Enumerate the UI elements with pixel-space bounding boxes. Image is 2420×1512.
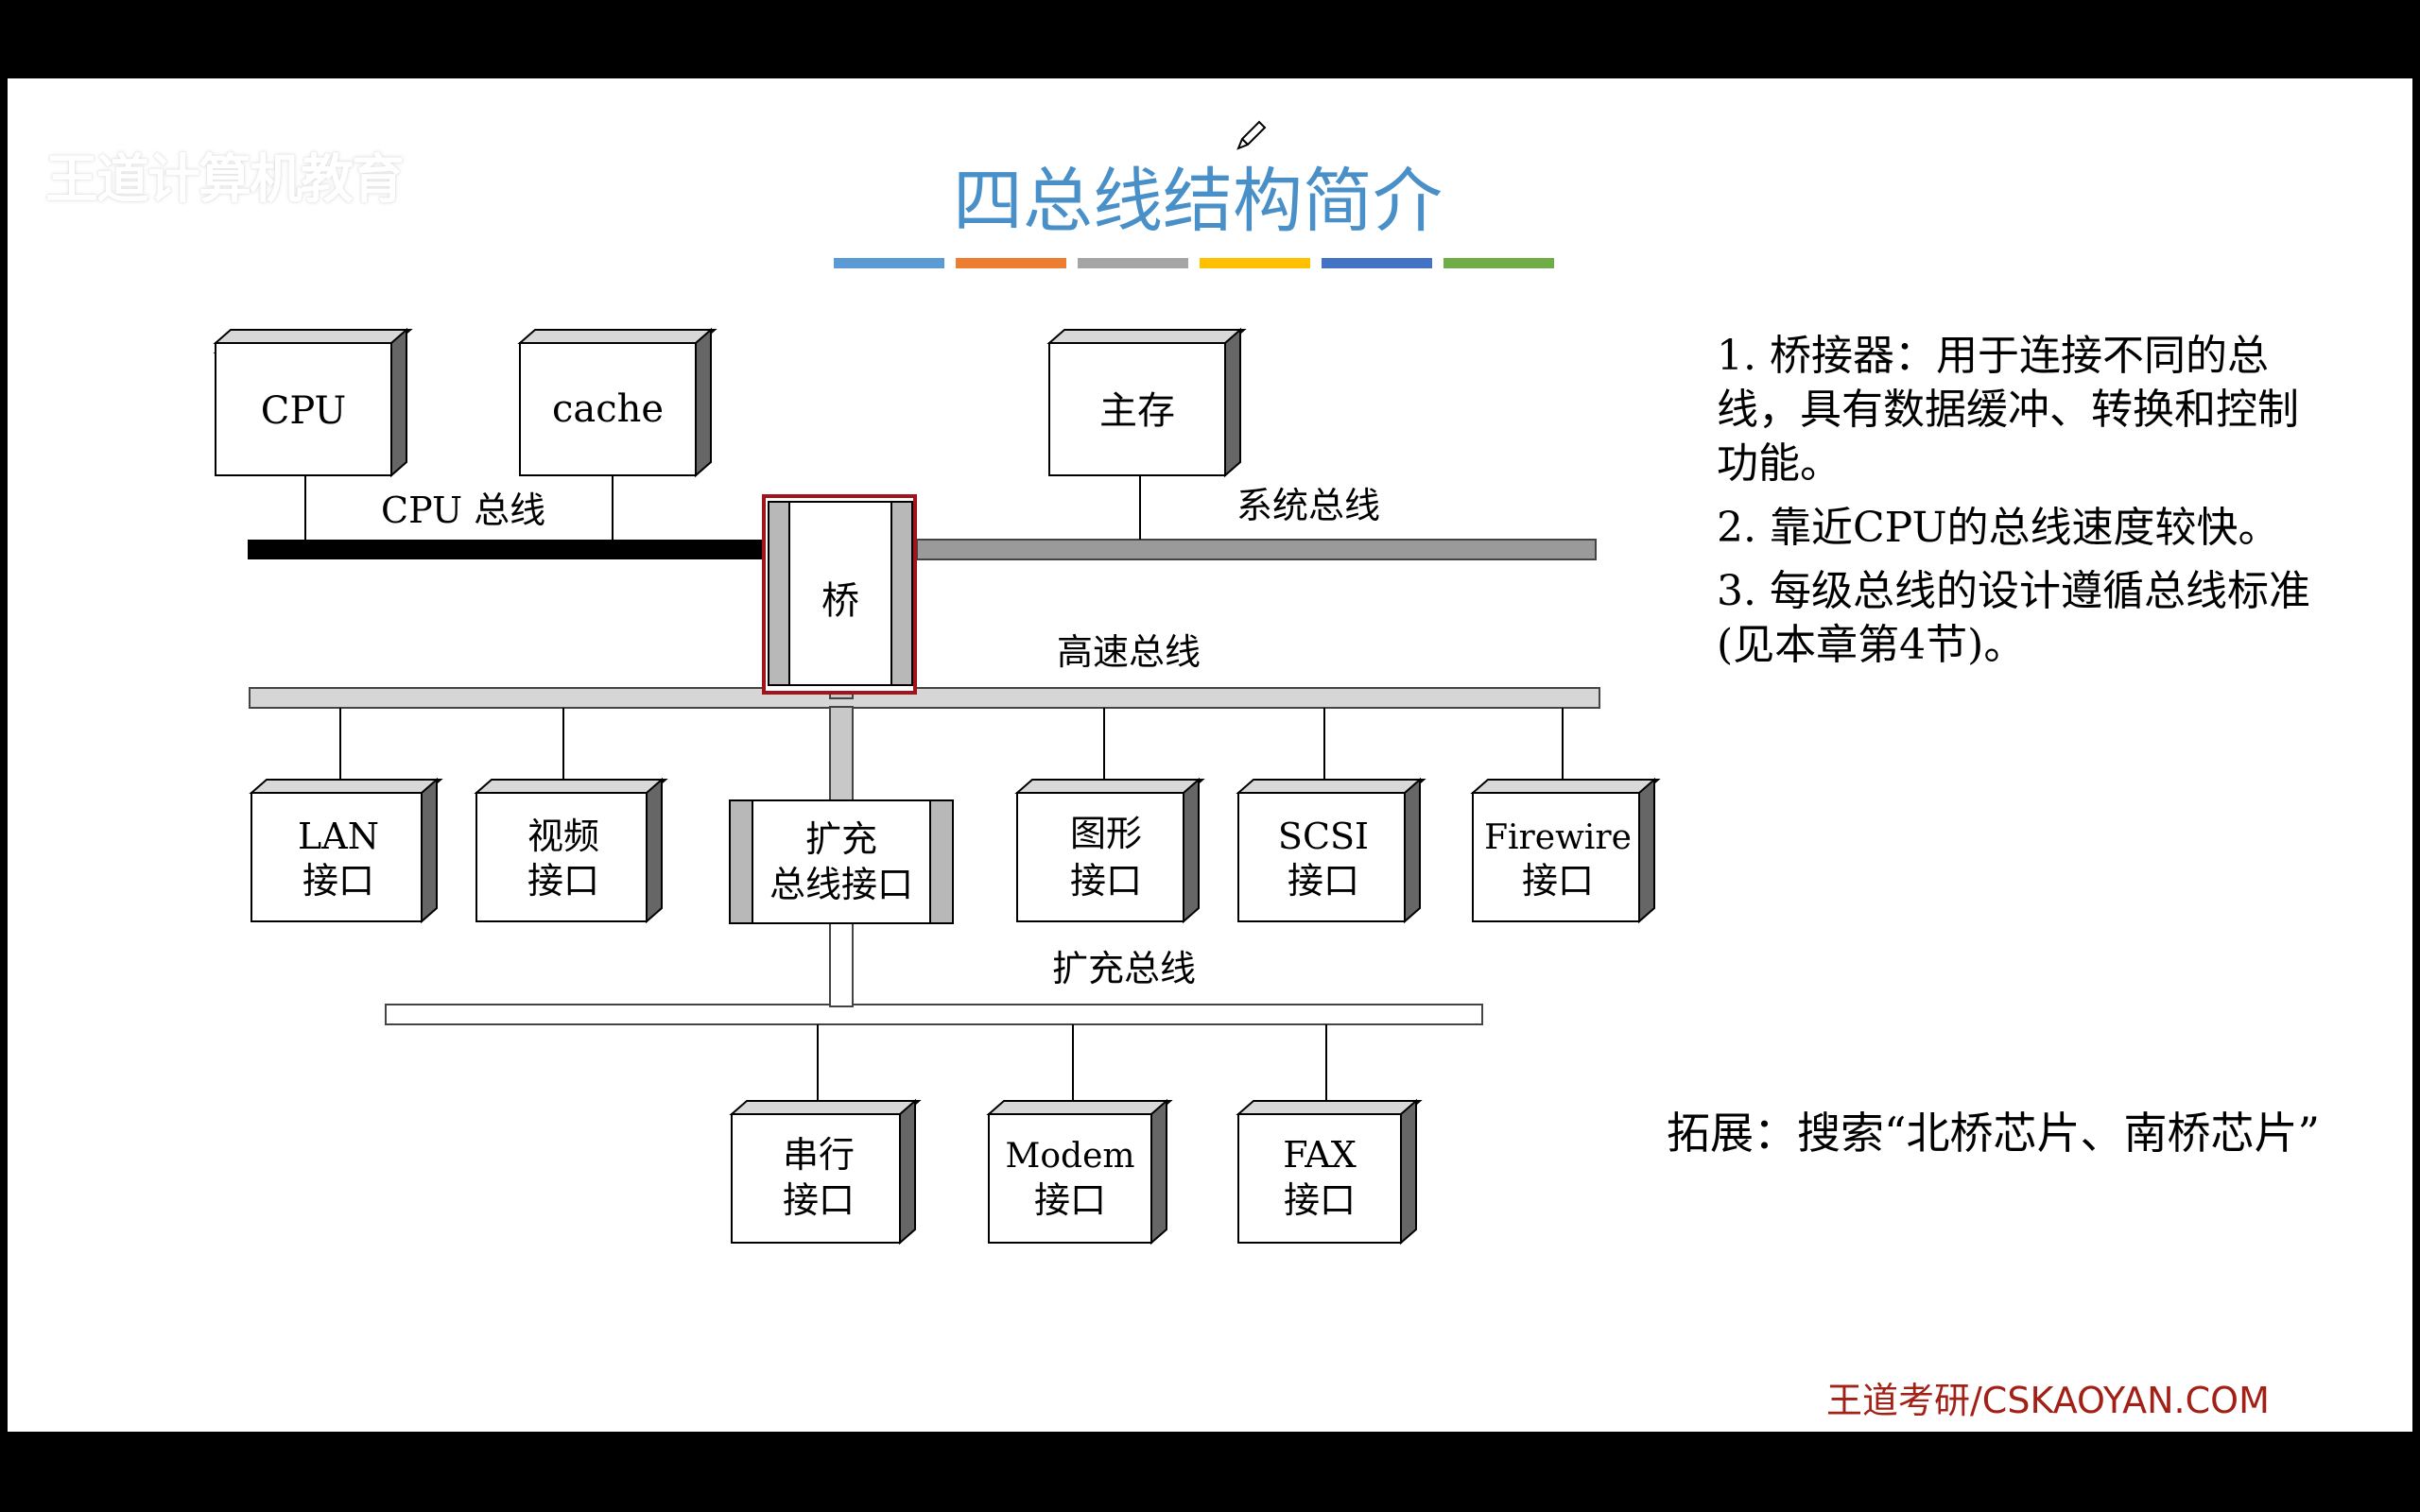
box-graphics: 图形 接口 xyxy=(1014,777,1205,924)
box-scsi: SCSI 接口 xyxy=(1236,777,1426,924)
modem-label-line2: 接口 xyxy=(1034,1179,1106,1221)
box-video: 视频 接口 xyxy=(474,777,668,924)
box-cache: cache xyxy=(517,327,717,478)
four-bus-diagram: CPU 总线 系统总线 高速总线 扩充总线 xyxy=(213,327,1661,1246)
graphics-label-line1: 图形 xyxy=(1070,813,1142,854)
accent-bar-2 xyxy=(956,258,1066,268)
page-title: 四总线结构简介 xyxy=(953,161,1443,242)
lan-label-line2: 接口 xyxy=(302,860,374,902)
box-firewire: Firewire 接口 xyxy=(1470,777,1661,924)
box-bridge: 桥 xyxy=(762,494,917,695)
scsi-label-line2: 接口 xyxy=(1288,860,1359,902)
fax-label-line1: FAX xyxy=(1283,1134,1357,1176)
note-item: 2. 靠近CPU的总线速度较快。 xyxy=(1717,503,2280,552)
main-memory-label: 主存 xyxy=(1099,389,1175,433)
box-fax: FAX 接口 xyxy=(1236,1098,1423,1246)
box-expansion-interface: 扩充 总线接口 xyxy=(729,799,954,924)
expansion-bus xyxy=(385,1004,1483,1025)
note-item: 1. 桥接器：用于连接不同的总线，具有数据缓冲、转换和控制功能。 xyxy=(1717,332,2299,489)
cpu-bus xyxy=(248,540,773,559)
bridge-label: 桥 xyxy=(821,579,859,623)
box-modem: Modem 接口 xyxy=(986,1098,1173,1246)
notes-list: 1. 桥接器：用于连接不同的总线，具有数据缓冲、转换和控制功能。 2. 靠近CP… xyxy=(1717,329,2322,681)
connector-lines xyxy=(304,475,1564,1113)
modem-label-line1: Modem xyxy=(1005,1137,1134,1176)
accent-bar-5 xyxy=(1322,258,1432,268)
accent-bar-4 xyxy=(1200,258,1310,268)
high-speed-bus-label: 高速总线 xyxy=(1057,631,1201,673)
pen-cursor-icon xyxy=(1236,120,1267,150)
extension-note: 拓展：搜索“北桥芯片、南桥芯片” xyxy=(1667,1108,2321,1159)
video-label-line2: 接口 xyxy=(527,860,599,902)
expansion-interface-line2: 总线接口 xyxy=(769,864,913,905)
system-bus-label: 系统总线 xyxy=(1236,485,1380,526)
expansion-bus-label: 扩充总线 xyxy=(1052,948,1196,989)
serial-label-line2: 接口 xyxy=(783,1179,855,1221)
video-label-line1: 视频 xyxy=(527,816,599,857)
cpu-label: CPU xyxy=(261,389,347,433)
expansion-interface-line1: 扩充 xyxy=(805,818,877,860)
box-lan: LAN 接口 xyxy=(249,777,443,924)
note-item: 3. 每级总线的设计遵循总线标准(见本章第4节)。 xyxy=(1717,566,2310,669)
fax-label-line2: 接口 xyxy=(1284,1179,1356,1221)
system-bus xyxy=(916,539,1597,560)
firewire-label-line2: 接口 xyxy=(1522,860,1594,902)
accent-bar-3 xyxy=(1078,258,1188,268)
expansion-trunk-lower xyxy=(829,919,854,1007)
cpu-bus-label: CPU 总线 xyxy=(381,490,545,531)
watermark-logo: 王道计算机教育 xyxy=(45,149,405,211)
box-serial: 串行 接口 xyxy=(729,1098,922,1246)
scsi-label-line1: SCSI xyxy=(1278,816,1369,857)
graphics-label-line2: 接口 xyxy=(1070,860,1142,902)
slide: 王道计算机教育 四总线结构简介 CPU 总线 系统总线 高速总线 扩充总线 xyxy=(8,78,2412,1432)
high-speed-bus xyxy=(249,687,1600,709)
box-cpu: CPU xyxy=(213,327,413,478)
footer-brand: 王道考研/CSKAOYAN.COM xyxy=(1826,1380,2270,1421)
accent-bar-1 xyxy=(834,258,944,268)
lan-label-line1: LAN xyxy=(298,816,379,857)
box-main-memory: 主存 xyxy=(1046,327,1247,478)
cache-label: cache xyxy=(552,387,664,431)
serial-label-line1: 串行 xyxy=(783,1134,855,1176)
firewire-label-line1: Firewire xyxy=(1484,818,1632,857)
accent-bar-6 xyxy=(1443,258,1554,268)
